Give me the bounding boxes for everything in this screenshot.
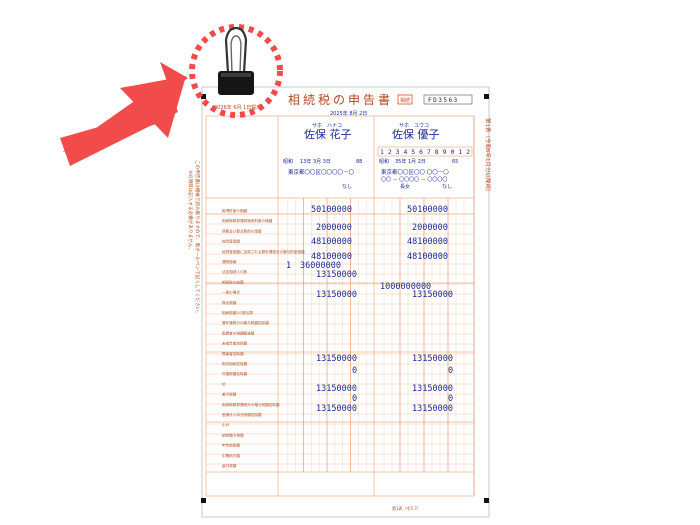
row-labels: 取得財産の価額相続時精算課税適用財産の価額債務及び葬式費用の金額純資産価額純資産… bbox=[222, 208, 305, 468]
row-label: 純資産価額 bbox=[222, 239, 240, 244]
person1-furigana: サホ ハナコ bbox=[312, 123, 342, 129]
person2-name: 佐保 優子 bbox=[392, 127, 440, 141]
side-note: 第1表（令和6年1月分以降用） bbox=[484, 118, 492, 195]
p2-sum3: 13150000 bbox=[412, 404, 453, 414]
row-label: 小計 bbox=[222, 422, 230, 427]
highlight-circle bbox=[189, 24, 283, 118]
p1-zero1: 0 bbox=[352, 366, 357, 376]
person1-occupation: なし bbox=[342, 183, 352, 190]
registration-mark-tl bbox=[201, 94, 206, 99]
row-label: 法定相続人の数 bbox=[222, 269, 248, 274]
p1-calc-tax-a: 13150000 bbox=[316, 270, 357, 280]
p2-sum2: 13150000 bbox=[412, 384, 453, 394]
form-title: 相続税の申告書 bbox=[288, 93, 393, 107]
footer-code: 第1表（令5.7） bbox=[392, 505, 421, 511]
person1-address: 東京都〇〇区〇〇〇〇－〇 bbox=[288, 168, 355, 176]
amount-values: 50100000 50100000 2000000 2000000 481000… bbox=[286, 205, 453, 414]
person2-my-number: 1 2 3 4 5 6 7 8 9 0 1 2 bbox=[380, 148, 470, 156]
form-stamp-box bbox=[397, 94, 413, 105]
row-label: 債務及び葬式費用の金額 bbox=[222, 228, 262, 233]
p1-zero2: 0 bbox=[352, 394, 357, 404]
form-code: FD3563 bbox=[428, 97, 459, 104]
row-label: 差引税額 bbox=[222, 392, 237, 397]
person2-occupation: なし bbox=[442, 183, 452, 190]
row-label: 計 bbox=[222, 381, 226, 386]
person2-address: 東京都〇〇区〇〇 〇〇－〇 bbox=[381, 168, 449, 176]
left-note-1: この申告書は機械で読み取りますので、黒ボールペンで記入してください。 bbox=[194, 160, 201, 316]
row-label: 相続税額の2割加算 bbox=[222, 310, 253, 315]
submit-date: 2026年 6月 1日提出 bbox=[214, 104, 261, 111]
registration-mark-tr bbox=[484, 94, 489, 99]
p1-total-tax: 36000000 bbox=[300, 261, 341, 271]
row-label: 申告納税額 bbox=[222, 443, 240, 448]
arrow-head bbox=[120, 76, 186, 138]
form-row-lines bbox=[206, 213, 474, 465]
p2-net: 48100000 bbox=[407, 237, 448, 247]
person1-birth-era: 昭和 bbox=[283, 158, 293, 165]
form-code-box bbox=[423, 94, 473, 105]
person2-birth-era: 昭和 bbox=[379, 158, 389, 165]
p2-taxable: 48100000 bbox=[407, 252, 448, 262]
registration-mark-br bbox=[484, 498, 489, 503]
person1-name: 佐保 花子 bbox=[304, 127, 352, 141]
p2-debts: 2000000 bbox=[412, 223, 448, 233]
p1-taxable: 48100000 bbox=[311, 252, 352, 262]
form-stamp: 相続 bbox=[400, 97, 410, 104]
row-label: 配偶者の税額軽減額 bbox=[222, 330, 255, 335]
p2-total-tax: 1000000000 bbox=[380, 282, 431, 292]
row-label: 相続時精算課税分の贈与税額控除額 bbox=[222, 402, 280, 407]
row-label: 取得財産の価額 bbox=[222, 208, 248, 213]
row-label: 未成年者控除額 bbox=[222, 341, 248, 346]
person2-furigana: サホ ユウコ bbox=[399, 122, 429, 129]
row-label: 課税価格 bbox=[222, 259, 237, 264]
person2-relation: 長女 bbox=[400, 183, 410, 190]
row-label: 一般の場合 bbox=[222, 290, 240, 295]
p2-zero1: 0 bbox=[448, 366, 453, 376]
digit-cells bbox=[287, 198, 465, 472]
row-label: 外国税額控除額 bbox=[222, 371, 248, 376]
p1-sum2: 13150000 bbox=[316, 384, 357, 394]
tax-form-paper bbox=[201, 86, 490, 518]
person2-age: 65 bbox=[452, 159, 458, 165]
row-label: 暦年課税分の贈与税額控除額 bbox=[222, 320, 269, 325]
person2-birth: 35年 1月 2日 bbox=[395, 158, 426, 165]
p2-zero2: 0 bbox=[448, 394, 453, 404]
death-date: 2025年 8月 2日 bbox=[330, 110, 367, 117]
p2-acquired: 50100000 bbox=[407, 205, 448, 215]
row-label: 相次相続控除額 bbox=[222, 361, 248, 366]
row-label: 算出税額 bbox=[222, 300, 237, 305]
p2-sum1: 13150000 bbox=[412, 354, 453, 364]
p1-calc-tax: 13150000 bbox=[316, 290, 357, 300]
p1-debts: 2000000 bbox=[316, 223, 352, 233]
row-label: 医療法人持分税額控除額 bbox=[222, 412, 262, 417]
p1-net: 48100000 bbox=[311, 237, 352, 247]
row-label: 障害者控除額 bbox=[222, 351, 244, 356]
p1-sum1: 13150000 bbox=[316, 354, 357, 364]
row-label: 還付税額 bbox=[222, 463, 237, 468]
person1-age: 88 bbox=[356, 159, 362, 165]
registration-mark-bl bbox=[201, 498, 206, 503]
p1-sum3: 13150000 bbox=[316, 404, 357, 414]
row-label: 純資産価額に加算される暦年課税分の贈与財産価額 bbox=[222, 249, 305, 254]
row-label: 相続税の総額 bbox=[222, 279, 244, 284]
person2-phone: 〇〇 － 〇〇〇〇 － 〇〇〇〇 bbox=[381, 177, 447, 183]
row-label: 納税猶予税額 bbox=[222, 432, 244, 437]
my-number-box bbox=[377, 146, 473, 157]
person1-birth: 13年 3月 3日 bbox=[300, 158, 331, 165]
p1-acquired: 50100000 bbox=[311, 205, 352, 215]
binder-clip-icon bbox=[218, 26, 254, 95]
left-note-2: ※の項目は記入する必要がありません。 bbox=[187, 170, 194, 252]
p2-calc-tax: 13150000 bbox=[412, 290, 453, 300]
row-label: 中間納付額 bbox=[222, 453, 240, 458]
row-label: 相続時精算課税適用財産の価額 bbox=[222, 218, 273, 223]
p1-heirs: 1 bbox=[286, 261, 291, 271]
